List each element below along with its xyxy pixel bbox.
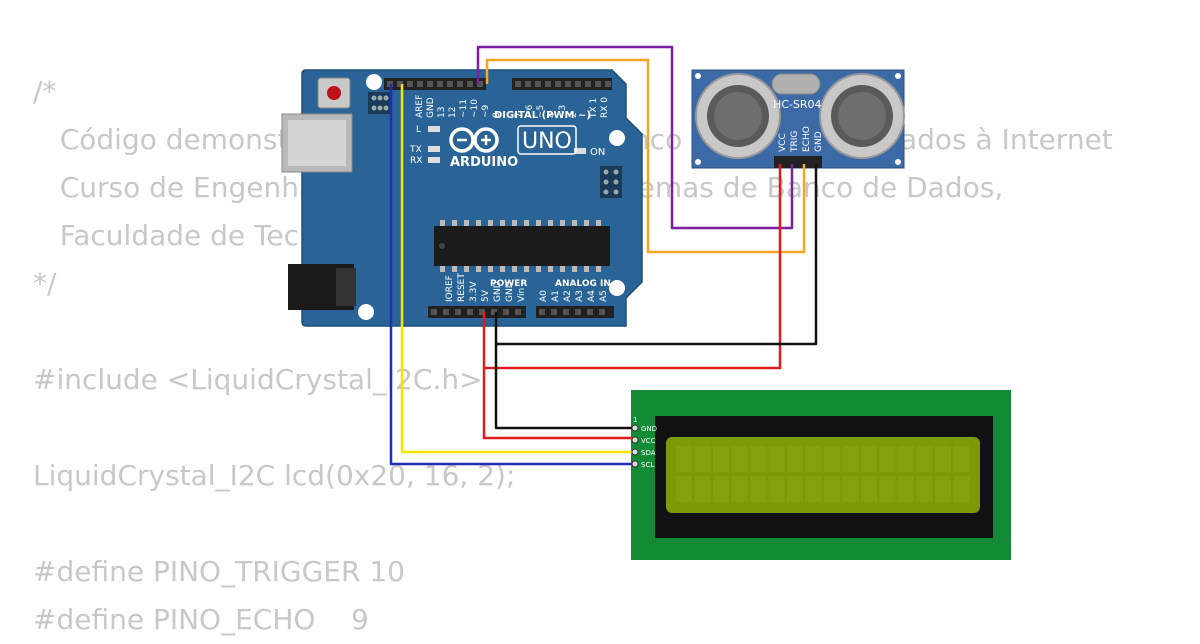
brand-label: ARDUINO xyxy=(450,155,518,170)
lcd-pin xyxy=(631,448,639,456)
code-line: #include <LiquidCrystal_I2C.h> xyxy=(33,363,483,396)
pin-label: 7 xyxy=(514,112,524,118)
wire-gnd xyxy=(494,164,818,430)
pin-label: GND xyxy=(493,281,503,302)
pin-label: A1 xyxy=(551,290,561,302)
wires xyxy=(389,45,818,466)
pin-label: RESET xyxy=(457,273,467,302)
pin-label: ~11 xyxy=(459,99,469,118)
analog-header-label: ANALOG IN xyxy=(555,279,611,289)
digital-header-label: DIGITAL (PWM ~) xyxy=(494,110,591,121)
wire-sda xyxy=(400,84,633,454)
sensor-name-label: HC-SR04 xyxy=(773,98,822,111)
lcd-pin xyxy=(631,436,639,444)
icsp-header-small xyxy=(368,92,392,114)
atmega-chip xyxy=(434,220,610,272)
pin-label: TRIG xyxy=(790,131,800,153)
pin-label: A5 xyxy=(599,290,609,302)
lcd-pin-label: SDA xyxy=(641,449,656,457)
led-on-label: ON xyxy=(590,147,605,158)
pin-label: A3 xyxy=(575,290,585,302)
power-header xyxy=(428,306,526,318)
arduino-logo-icon xyxy=(449,127,499,153)
pin-label: IOREF xyxy=(445,275,455,302)
pin-label: VCC xyxy=(778,133,788,152)
code-line: */ xyxy=(33,267,57,300)
model-label: UNO xyxy=(522,129,572,154)
pin-label: GND xyxy=(426,97,436,118)
pin-label: GND xyxy=(505,281,515,302)
lcd-pin-connectors xyxy=(631,424,639,468)
transducer-left xyxy=(695,73,781,159)
pin-label: TX 1 xyxy=(589,98,599,119)
transducer-right xyxy=(819,73,905,159)
lcd-pin-label: VCC xyxy=(641,437,656,445)
lcd-pin-labels: GND VCC SDA SCL xyxy=(641,425,657,469)
wire-5v-vcc xyxy=(482,164,782,440)
pin-label: A2 xyxy=(563,290,573,302)
wire-pin9-echo xyxy=(485,58,806,254)
pin-label: 4 xyxy=(547,112,557,118)
led-tx-label: TX xyxy=(409,145,422,155)
led-l-label: L xyxy=(416,125,421,135)
code-line: #define PINO_TRIGGER 10 xyxy=(33,555,405,588)
sensor-pin-header xyxy=(774,156,822,168)
pin-label: ~5 xyxy=(536,105,546,118)
led-rx-label: RX xyxy=(410,156,422,166)
pin-label: 3.3V xyxy=(469,281,479,302)
lcd-pin1-label: 1 xyxy=(633,416,637,424)
wire-scl xyxy=(389,84,633,466)
icsp-header-right xyxy=(600,166,622,198)
pin-label: 8 xyxy=(492,112,502,118)
pin-label: ~10 xyxy=(470,99,480,118)
lcd-module: 1 GND VCC SDA SCL xyxy=(631,390,1011,560)
pin-label: AREF xyxy=(415,95,425,118)
pin-label: ~3 xyxy=(558,105,568,118)
pin-label: 5V xyxy=(481,289,491,302)
wire-pin10-trig xyxy=(476,45,794,230)
lcd-pin xyxy=(631,424,639,432)
pin-label: 12 xyxy=(448,107,458,118)
code-line: /* xyxy=(33,75,57,108)
crystal-oscillator xyxy=(771,73,821,95)
pin-label: 2 xyxy=(569,112,579,118)
pin-label: A4 xyxy=(587,290,597,302)
pin-label: 13 xyxy=(437,107,447,118)
pin-label: ~6 xyxy=(525,104,535,118)
pin-label: GND xyxy=(814,131,824,152)
pin-label: ~9 xyxy=(481,104,491,118)
power-header-label: POWER xyxy=(490,279,527,289)
reset-button-cap xyxy=(327,86,341,100)
pin-label: Vin xyxy=(517,288,527,302)
pin-label: RX 0 xyxy=(600,97,610,118)
lcd-pin-label: GND xyxy=(641,425,657,433)
lcd-pin xyxy=(631,460,639,468)
lcd-pin-label: SCL xyxy=(641,461,654,469)
pin-label: ECHO xyxy=(802,126,812,152)
pin-label: A0 xyxy=(539,290,549,302)
